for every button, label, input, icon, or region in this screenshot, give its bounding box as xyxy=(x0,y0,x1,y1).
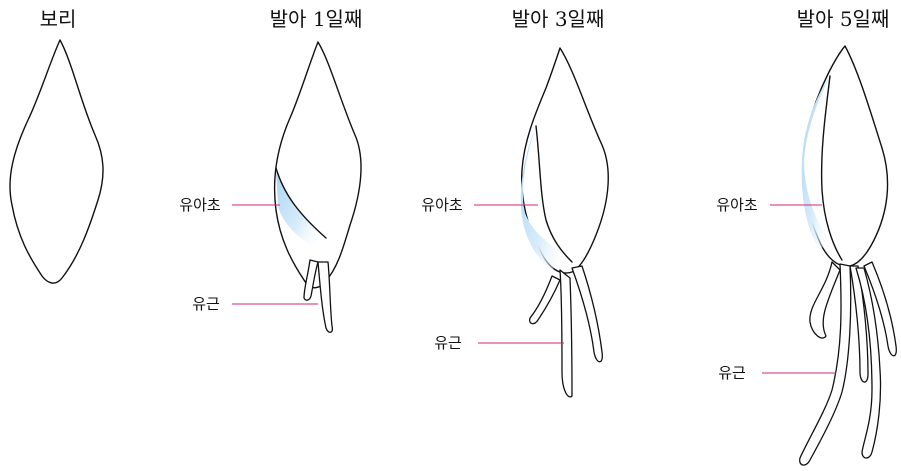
panel-title-day3: 발아 3일째 xyxy=(512,7,605,31)
radicle-day3-c xyxy=(572,266,602,362)
label-radicle-day3: 유근 xyxy=(434,334,462,352)
radicle-day3-b xyxy=(560,270,572,397)
panel-title-day5: 발아 5일째 xyxy=(797,7,890,31)
panel-title-day1: 발아 1일째 xyxy=(270,7,363,31)
panel-barley: 보리 xyxy=(10,7,103,283)
label-coleoptile-day5: 유아초 xyxy=(716,196,758,214)
radicle-day5-a xyxy=(810,262,840,338)
label-coleoptile-day3: 유아초 xyxy=(421,196,463,214)
panel-title-barley: 보리 xyxy=(40,7,77,31)
label-radicle-day1: 유근 xyxy=(192,295,220,313)
grain-day1 xyxy=(275,42,361,288)
radicle-day3-a xyxy=(530,276,560,324)
label-coleoptile-day1: 유아초 xyxy=(179,196,221,214)
panel-day3: 발아 3일째 유아초 유근 xyxy=(421,7,608,397)
label-radicle-day5: 유근 xyxy=(718,364,746,382)
panel-day5: 발아 5일째 유아초 유근 xyxy=(716,7,896,465)
barley-grain xyxy=(10,40,103,283)
panel-day1: 발아 1일째 유아초 유근 xyxy=(179,7,362,332)
